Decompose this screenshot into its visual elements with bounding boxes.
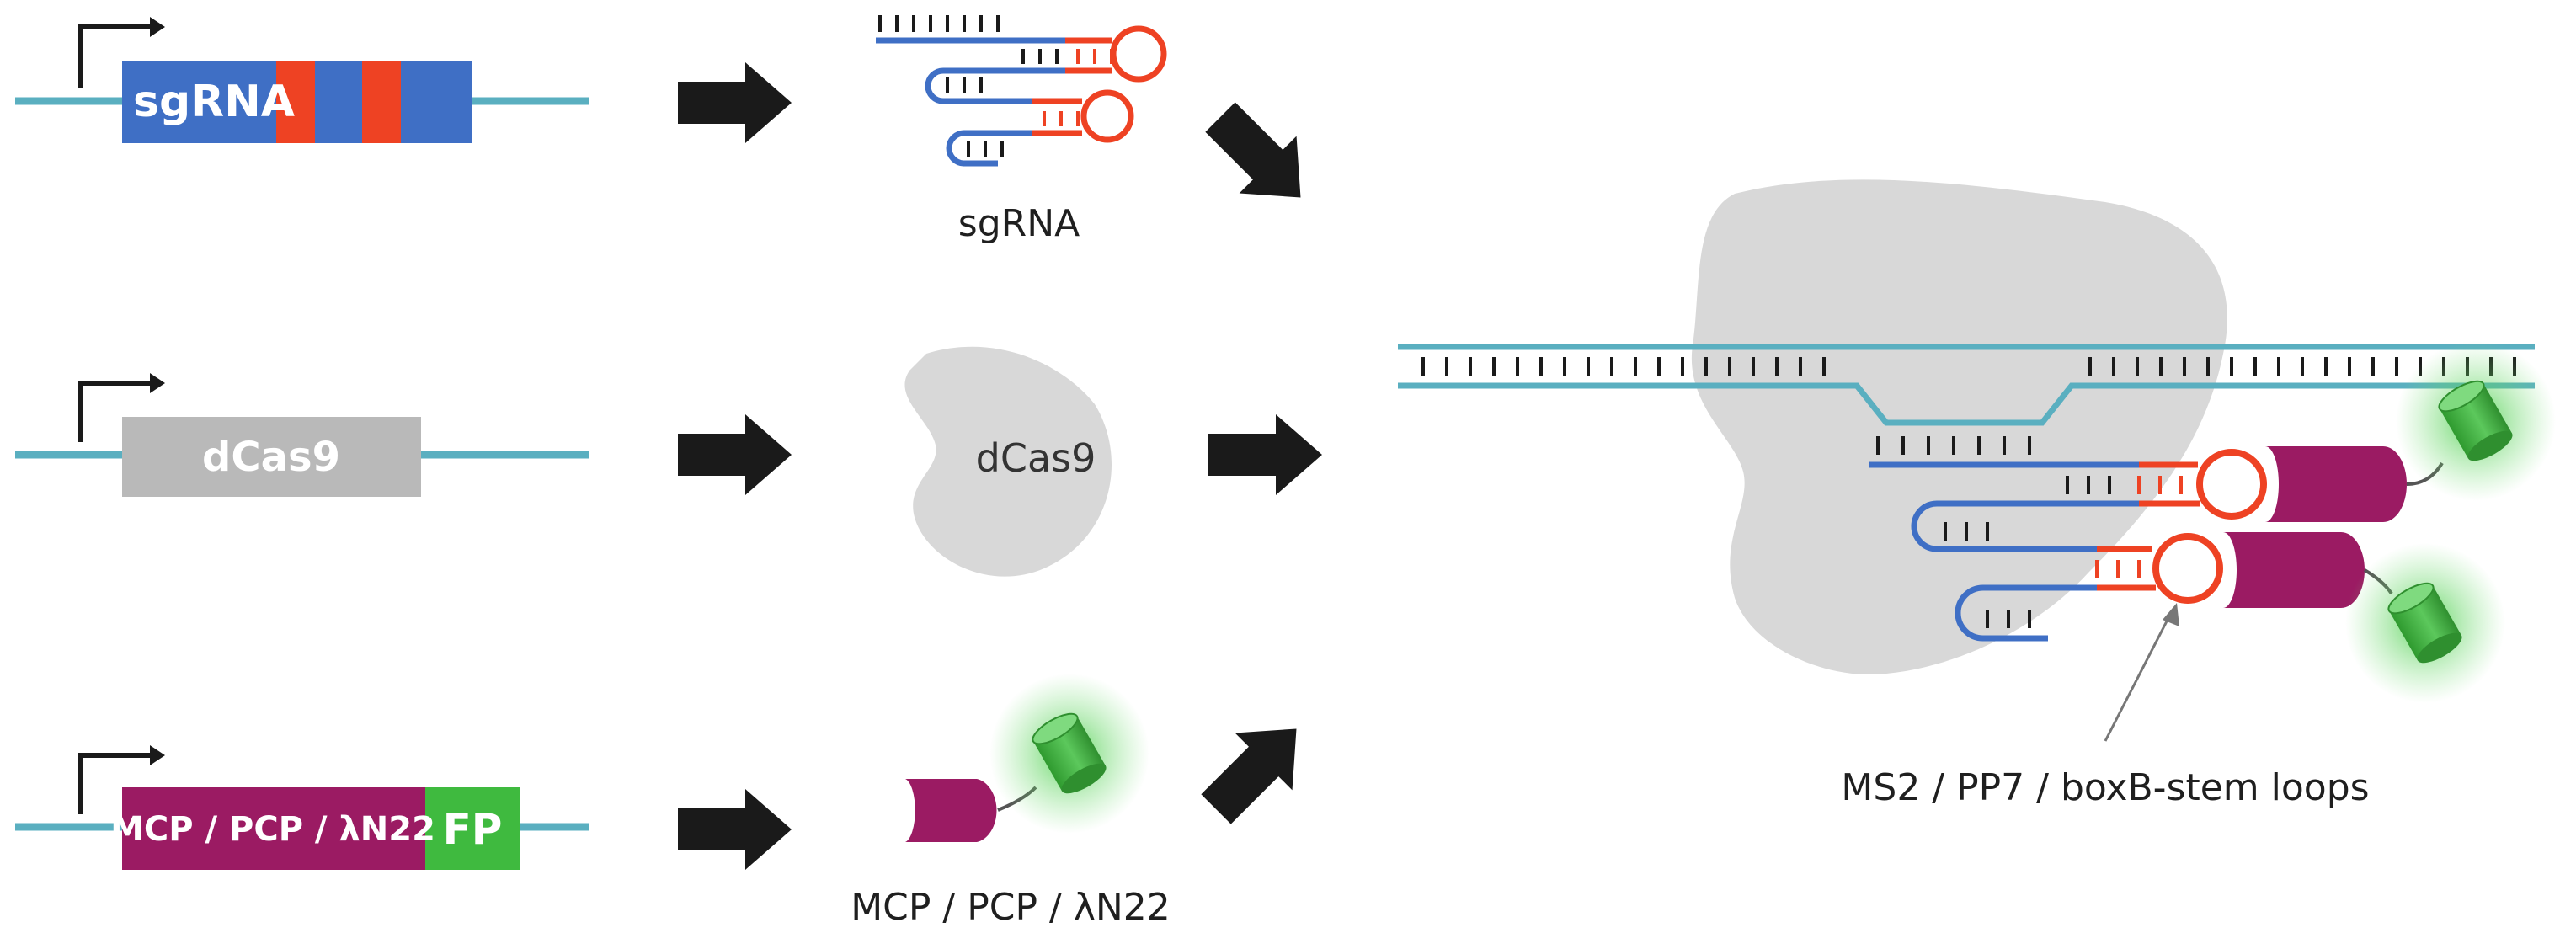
sgrna-scaffold <box>1911 500 2139 552</box>
effector-gene-box <box>122 787 425 870</box>
effector-fusion-gene: MCP / PCP / λN22 FP <box>15 745 589 870</box>
fluorescent-protein-icon <box>2395 340 2557 502</box>
effector-product-label: MCP / PCP / λN22 <box>851 886 1171 929</box>
arrow-icon <box>678 414 792 495</box>
dcas9-product: dCas9 <box>904 346 1112 577</box>
pointer-arrowhead-icon <box>2163 603 2179 626</box>
promoter-arrow-icon <box>78 753 152 814</box>
fluorescent-protein-icon <box>989 673 1150 834</box>
stem-loop-insert <box>276 61 315 143</box>
sgrna-target-pairs <box>1876 436 2111 628</box>
stem-loop-insert <box>362 61 401 143</box>
dcas9-product-label: dCas9 <box>976 435 1096 481</box>
fp-gene-label: FP <box>443 805 503 854</box>
arrow-icon <box>678 62 792 143</box>
promoter-arrow-icon <box>78 24 152 88</box>
sgrna-scaffold <box>1955 584 2097 642</box>
dcas9-gene: dCas9 <box>15 373 589 497</box>
arrow-icon <box>678 789 792 870</box>
effector-protein <box>2223 532 2365 608</box>
promoter-arrowhead-icon <box>150 373 165 393</box>
effector-gene-label: MCP / PCP / λN22 <box>110 810 435 849</box>
sgrna-gene: sgRNA <box>15 17 589 143</box>
promoter-arrowhead-icon <box>150 17 165 37</box>
promoter-arrowhead-icon <box>150 745 165 765</box>
assembled-complex: MS2 / PP7 / boxB-stem loops <box>1398 179 2557 809</box>
stem-loops-label: MS2 / PP7 / boxB-stem loops <box>1841 766 2369 809</box>
arrow-icon <box>1187 700 1325 838</box>
stem-loop <box>2196 449 2267 520</box>
fp-gene-box <box>425 787 520 870</box>
stem-loop <box>2152 533 2223 604</box>
target-dna-bottom-strand <box>1398 382 2535 426</box>
dcas9-protein-shape <box>904 346 1112 577</box>
sgrna-gene-label: sgRNA <box>133 77 295 127</box>
fluorescent-protein-icon <box>2344 542 2506 704</box>
arrow-icon <box>1208 414 1322 495</box>
sgrna-product-label: sgRNA <box>958 202 1080 245</box>
sgrna-product: sgRNA <box>876 15 1167 245</box>
pointer-line <box>2104 612 2173 742</box>
arrow-icon <box>1192 88 1330 227</box>
effector-product: MCP / PCP / λN22 <box>851 673 1171 929</box>
effector-protein <box>2265 446 2407 522</box>
dcas9-gene-box <box>122 417 421 497</box>
promoter-arrow-icon <box>78 381 152 442</box>
effector-protein-shape <box>905 779 997 842</box>
stem-pairs <box>2095 476 2183 578</box>
dcas9-gene-label: dCas9 <box>202 434 340 481</box>
